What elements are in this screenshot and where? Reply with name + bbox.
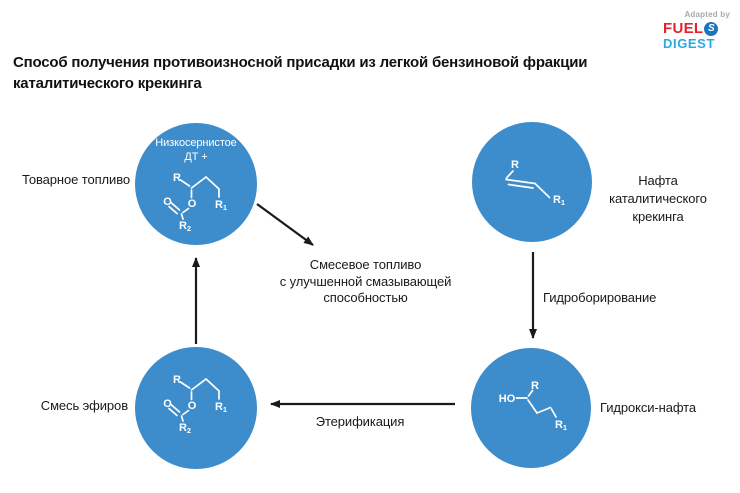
logo-digest-text: DIGEST [663,36,715,51]
ester-structure-icon: R R1 O O R2 [163,172,227,231]
ester-structure-icon: R R1 O O R2 [163,374,227,433]
chem-label-ho: HO [499,393,516,405]
label-blended-fuel-line1: Смесевое топливо [309,257,422,272]
node-esters-circle: R R1 O O R2 [135,347,257,469]
node-commercial-fuel-circle: Низкосернистое ДТ + R R1 O O R2 [135,123,257,245]
hydroxy-structure-icon: HO R R1 [499,380,567,432]
chem-label-r1: R1 [215,401,227,414]
chem-label-r2: R2 [179,220,191,231]
chem-label-r1: R1 [215,199,227,212]
label-hydroboration: Гидроборирование [543,290,657,305]
chem-label-o-carbonyl: O [163,196,172,208]
label-naphtha-line1: Нафта [638,173,678,188]
label-naphtha-line3: крекинга [632,209,684,224]
node-commercial-fuel-caption: Низкосернистое ДТ + [135,136,257,164]
alkene-structure-icon: R R1 [505,159,565,205]
label-esterification: Этерификация [315,414,405,429]
caption-low-sulfur: Низкосернистое [155,137,237,149]
page-title: Способ получения противоизносной присадк… [13,52,653,94]
chem-label-r: R [511,159,519,171]
label-esters-mix: Смесь эфиров [40,398,128,413]
page-title-line1: Способ получения противоизносной присадк… [13,54,588,71]
chem-label-r1: R1 [553,194,565,205]
arrow-fuel-to-blend [256,203,314,246]
label-blended-fuel-line3: способностью [323,290,408,305]
label-hydroxy-naphtha: Гидрокси-нафта [600,400,696,415]
logo-fuel-row: FUEL S [663,21,733,36]
chem-label-r: R [173,374,181,386]
chem-label-o-carbonyl: O [163,398,172,410]
fuels-digest-logo: Adapted by FUEL S DIGEST [663,10,733,51]
chem-label-o-ester: O [188,198,197,210]
logo-s-circle-icon: S [704,21,719,36]
chem-label-r: R [173,172,181,184]
chem-label-r: R [531,380,539,392]
label-naphtha: Нафта каталитического крекинга [596,172,720,226]
label-blended-fuel-line2: с улучшенной смазывающей [279,273,452,289]
chem-label-r1: R1 [555,419,567,432]
adapted-by-label: Adapted by [684,10,730,19]
node-hydroxy-naphtha-circle: HO R R1 [471,348,591,468]
chem-label-o-ester: O [188,400,197,412]
label-blended-fuel: Смесевое топливо с улучшенной смазывающе… [263,257,468,307]
caption-dt-plus: ДТ + [184,151,208,163]
label-commercial-fuel: Товарное топливо [22,172,130,187]
node-naphtha-circle: R R1 [472,122,592,242]
logo-fuel-text: FUEL [663,20,704,37]
chem-label-r2: R2 [179,422,191,433]
label-naphtha-line2: каталитического [609,191,707,206]
page-title-line2: каталитического крекинга [13,75,202,92]
